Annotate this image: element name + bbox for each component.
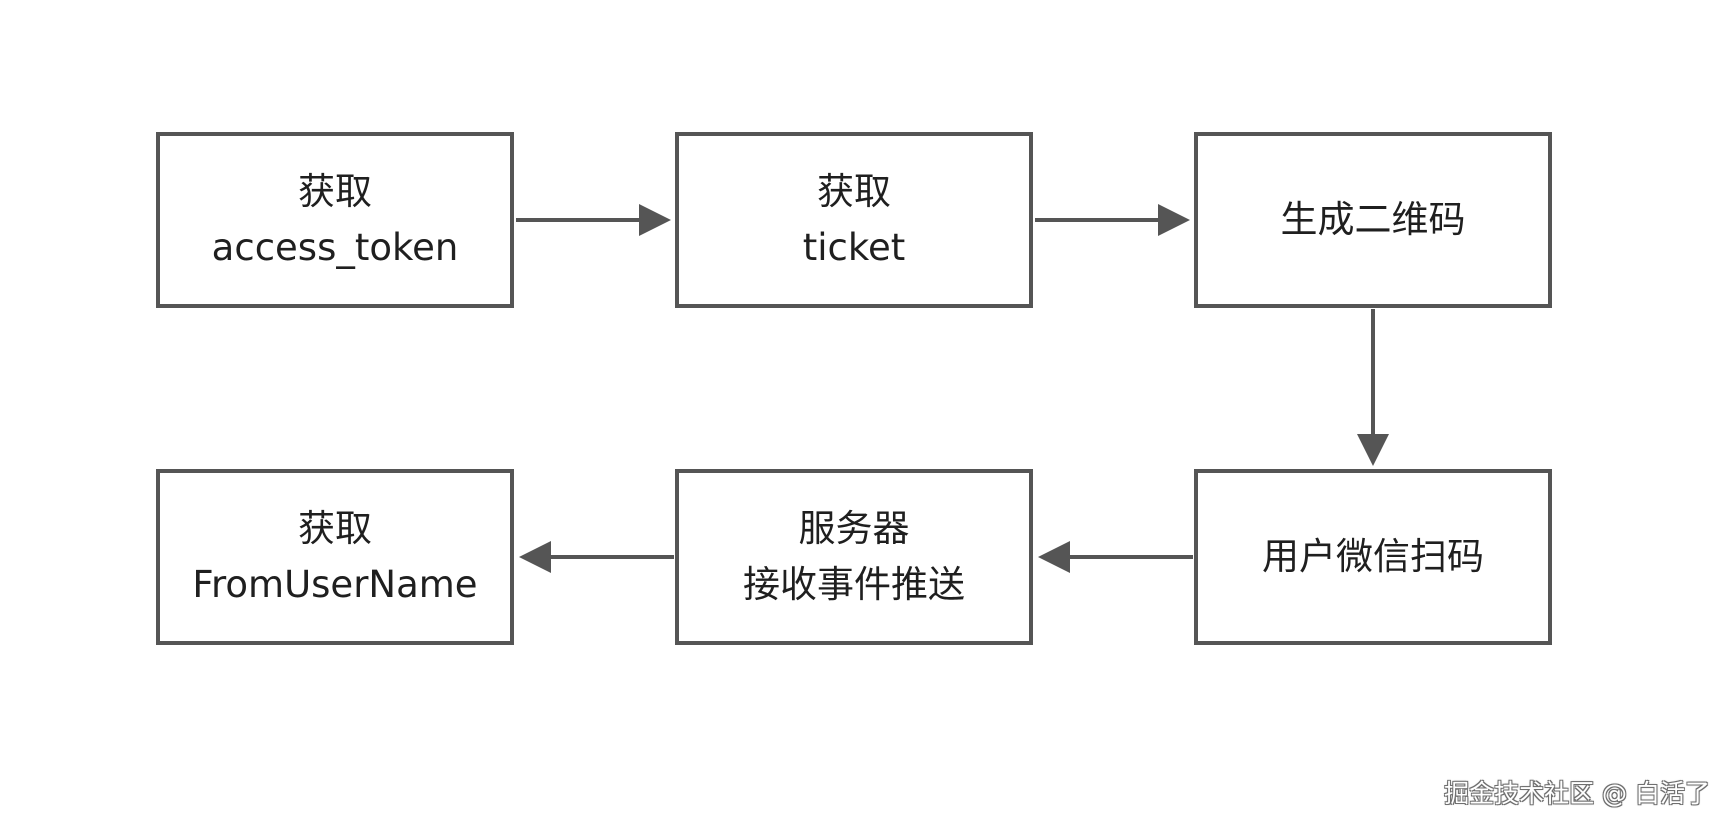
node-label-line-2: 接收事件推送 [743, 563, 965, 606]
node-label-line-1: 获取 [298, 169, 372, 213]
node-user-wechat-scan: 用户微信扫码 [1194, 469, 1552, 645]
node-label-line-1: 获取 [298, 506, 372, 550]
node-label-line-2: access_token [211, 226, 459, 269]
node-get-ticket: 获取 ticket [675, 132, 1033, 308]
node-label-line-1: 用户微信扫码 [1262, 534, 1484, 578]
node-generate-qrcode: 生成二维码 [1194, 132, 1552, 308]
watermark-text: 掘金技术社区 @ 白活了 [1444, 779, 1710, 808]
node-label-line-2: ticket [802, 226, 906, 269]
node-server-receive-event: 服务器 接收事件推送 [675, 469, 1033, 645]
node-label-line-2: FromUserName [192, 563, 478, 606]
node-get-access-token: 获取 access_token [156, 132, 514, 308]
node-label-line-1: 服务器 [798, 506, 910, 550]
node-label-line-1: 获取 [817, 169, 891, 213]
node-get-fromusername: 获取 FromUserName [156, 469, 514, 645]
node-label-line-1: 生成二维码 [1280, 197, 1466, 241]
